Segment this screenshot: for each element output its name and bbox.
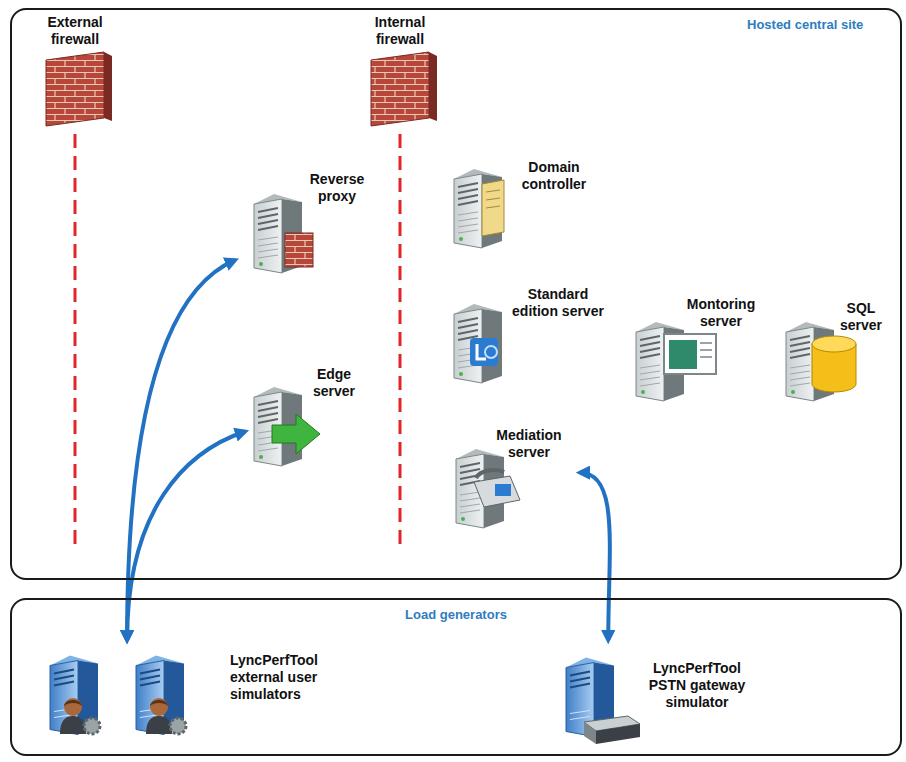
server-node: Montoring server: [625, 292, 775, 404]
server-node: LyncPerfTool PSTN gateway simulator: [560, 640, 761, 750]
server-icon: [454, 169, 504, 248]
firewall-wall: [46, 52, 437, 126]
simulator-icon: [50, 656, 186, 735]
server-icon: [636, 322, 716, 401]
node-label: Montoring server: [673, 296, 769, 330]
server-node: Domain controller: [440, 155, 600, 255]
server-node: Reverse proxy: [235, 165, 380, 277]
site-band: Hosted central site External firewall Inte…: [10, 8, 902, 580]
server-icon: [456, 449, 520, 528]
server-node: Edge server: [245, 360, 370, 470]
node-label: Edge server: [301, 366, 367, 400]
node-label: LyncPerfTool external user simulators: [230, 652, 348, 702]
site-band: Load generatorsLyncPerfTool external use…: [10, 598, 902, 756]
traffic-arrow: [580, 473, 610, 640]
server-node: Standard edition server: [440, 282, 610, 388]
region-heading: Hosted central site: [747, 17, 899, 33]
node-label: LyncPerfTool PSTN gateway simulator: [636, 660, 758, 710]
node-label: Reverse proxy: [297, 171, 377, 205]
server-icon: [254, 387, 320, 466]
server-icon: [254, 194, 313, 273]
server-node: Internal firewall: [355, 12, 448, 130]
node-label: Internal firewall: [355, 14, 445, 48]
node-label: Domain controller: [512, 159, 596, 193]
server-node: External firewall: [30, 12, 123, 130]
node-label: Standard edition server: [512, 286, 604, 320]
node-label: SQL server: [830, 300, 892, 334]
server-node: Mediation server: [445, 425, 580, 531]
traffic-arrow: [127, 260, 235, 640]
server-node: LyncPerfTool external user simulators: [40, 640, 351, 750]
gateway-icon: [566, 658, 640, 745]
node-label: External firewall: [30, 14, 120, 48]
server-icon: [786, 322, 856, 401]
server-node: SQL server: [778, 296, 898, 404]
region-heading: Load generators: [12, 607, 900, 623]
node-label: Mediation server: [481, 427, 577, 461]
server-icon: [454, 304, 502, 383]
traffic-arrow: [127, 432, 245, 641]
firewall-line: [75, 134, 400, 550]
